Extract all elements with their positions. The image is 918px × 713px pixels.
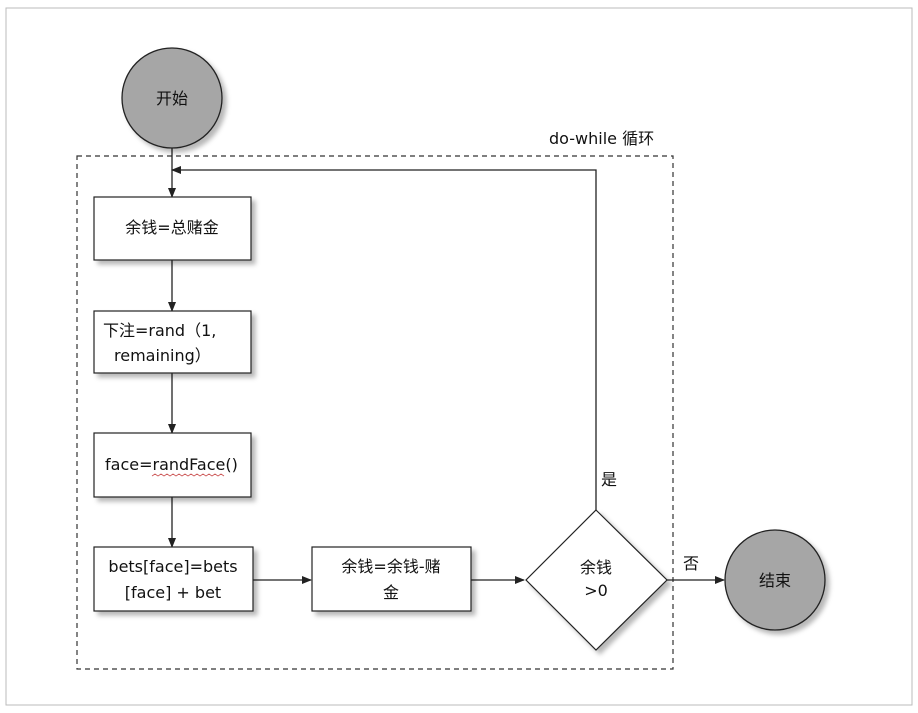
loop-label: do-while 循环 [549, 129, 654, 148]
process-place-bet-label-line2: remaining） [114, 346, 211, 365]
process-roll-face [93, 432, 252, 498]
end-node [724, 529, 826, 631]
process-place-bet [93, 310, 252, 374]
end-node-label: 结束 [759, 571, 791, 590]
process-update-bets-label-line2: [face] + bet [125, 583, 221, 602]
process-deduct-balance [311, 546, 472, 612]
edge-loop-back [171, 166, 597, 510]
spellcheck-underline [151, 473, 225, 477]
loop-boundary [76, 155, 674, 670]
edge-label-no: 否 [683, 554, 699, 573]
process-init-balance-label: 余钱=总赌金 [125, 218, 218, 237]
page-frame [5, 7, 913, 706]
edge-label-yes: 是 [601, 470, 617, 489]
process-init-balance [93, 196, 252, 261]
decision-balance-positive [525, 509, 668, 651]
process-deduct-balance-label-line2: 金 [383, 583, 399, 602]
decision-balance-positive-label-line2: >0 [584, 581, 608, 600]
process-update-bets [93, 546, 254, 612]
process-place-bet-label-line1: 下注=rand（1, [103, 321, 216, 340]
start-node-label: 开始 [156, 89, 188, 108]
process-roll-face-label: face=randFace() [105, 455, 238, 474]
start-node [121, 47, 223, 149]
process-update-bets-label-line1: bets[face]=bets [108, 557, 237, 576]
decision-balance-positive-label-line1: 余钱 [580, 558, 612, 577]
process-deduct-balance-label-line1: 余钱=余钱-赌 [341, 557, 440, 576]
